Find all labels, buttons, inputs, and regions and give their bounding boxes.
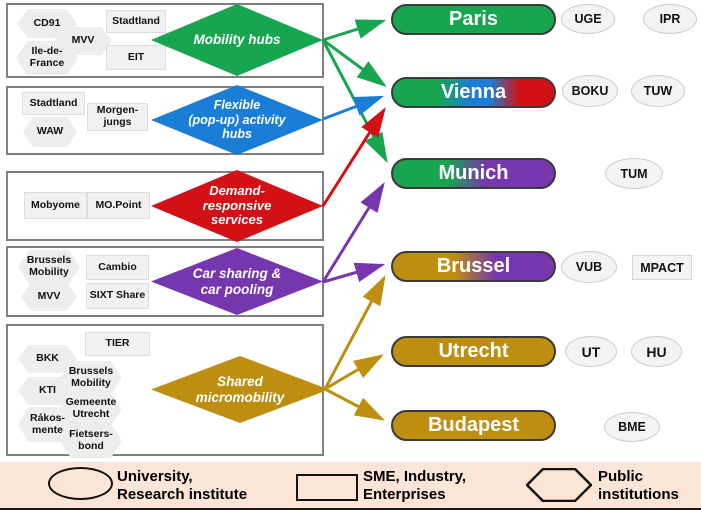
partner-hex-gemeente-utrecht: Gemeente Utrecht: [60, 392, 122, 426]
partner-rect-cambio: Cambio: [86, 255, 149, 280]
partner-rect-eit: EIT: [106, 45, 166, 70]
institution-label: UGE: [574, 12, 602, 26]
legend-bar: University, Research institute SME, Indu…: [0, 462, 701, 510]
legend-hexagon-icon: [525, 467, 593, 507]
institution-label: VUB: [575, 260, 603, 274]
city-pill-vienna: Vienna: [391, 77, 556, 108]
partner-label: Morgen- jungs: [96, 104, 139, 128]
partner-hex-waw: WAW: [23, 117, 77, 147]
arrow-shared-micromobility-to-utrecht: [324, 354, 384, 391]
partner-label: Mobyome: [30, 198, 80, 211]
legend-label-university: University, Research institute: [117, 468, 248, 503]
institution-ellipse-uge: UGE: [561, 4, 615, 34]
arrow-shared-micromobility-to-budapest: [324, 387, 385, 421]
partner-rect-sixt-share: SIXT Share: [86, 283, 149, 309]
institution-label: BOKU: [571, 84, 609, 98]
institution-label: TUW: [643, 84, 673, 98]
topic-label: Demand- responsive services: [202, 182, 272, 228]
partner-label: Ile-de- France: [29, 45, 65, 69]
legend-label-sme: SME, Industry, Enterprises: [363, 468, 467, 503]
partner-label: MVV: [71, 34, 95, 47]
arrow-mobility-hubs-to-vienna: [322, 38, 387, 87]
city-label: Budapest: [427, 414, 520, 436]
partner-hex-fietsersbond: Fietsers- bond: [60, 424, 122, 458]
partner-label: KTI: [39, 384, 56, 397]
city-label: Utrecht: [438, 340, 509, 362]
topic-label: Flexible (pop-up) activity hubs: [188, 98, 286, 142]
arrow-car-sharing-to-brussel: [322, 262, 386, 284]
institution-ellipse-ipr: IPR: [643, 4, 697, 34]
arrow-flexible-hubs-to-vienna: [322, 95, 385, 121]
partner-hex-brussels-mobility-2: Brussels Mobility: [60, 361, 122, 395]
institution-ellipse-tum: TUM: [605, 158, 663, 189]
partner-label: Stadtland: [112, 14, 160, 27]
partner-label: TIER: [105, 337, 130, 350]
partner-label: SIXT Share: [89, 289, 146, 302]
partner-label: Brussels Mobility: [68, 365, 114, 389]
institution-label: UT: [581, 343, 601, 360]
city-label: Brussel: [436, 255, 511, 277]
topic-label: Mobility hubs: [193, 32, 281, 48]
partner-label: CD91: [33, 16, 61, 29]
partner-rect-mobyome: Mobyome: [24, 192, 87, 219]
partner-label: MO.Point: [95, 198, 142, 211]
arrow-shared-micromobility-to-brussel: [323, 275, 386, 390]
institution-ellipse-vub: VUB: [561, 251, 617, 283]
city-label: Munich: [438, 162, 509, 184]
institution-ellipse-ut: UT: [565, 336, 617, 367]
arrow-car-sharing-to-munich: [321, 182, 385, 283]
partner-hex-brussels-mobility: Brussels Mobility: [18, 250, 80, 284]
legend-rectangle-icon: [296, 474, 358, 501]
institution-label: HU: [646, 343, 667, 360]
partner-hex-ile-de-france: Ile-de- France: [16, 41, 78, 75]
city-label: Vienna: [440, 81, 507, 103]
partner-label: EIT: [127, 50, 145, 63]
city-label: Paris: [449, 8, 498, 30]
institution-label: MPACT: [640, 260, 684, 275]
partner-label: Gemeente Utrecht: [65, 396, 117, 420]
partner-rect-stadtland-2: Stadtland: [22, 92, 85, 115]
legend-label-public: Public institutions: [598, 468, 679, 503]
partner-label: WAW: [36, 125, 64, 138]
partner-label: BKK: [36, 352, 59, 365]
arrow-demand-responsive-to-vienna: [321, 107, 386, 207]
institution-ellipse-tuw: TUW: [631, 75, 685, 107]
partner-rect-tier: TIER: [85, 332, 150, 356]
institution-label: TUM: [620, 166, 648, 181]
topic-label: Shared micromobility: [195, 373, 285, 405]
institution-rect-mpact: MPACT: [632, 255, 692, 280]
partner-rect-stadtland: Stadtland: [106, 10, 166, 33]
institution-label: BME: [618, 420, 646, 434]
institution-label: IPR: [659, 12, 681, 26]
institution-ellipse-bme: BME: [604, 412, 660, 442]
institution-ellipse-hu: HU: [631, 336, 682, 367]
city-pill-paris: Paris: [391, 4, 556, 35]
arrow-mobility-hubs-to-munich: [321, 39, 388, 163]
partner-label: Stadtland: [29, 96, 78, 109]
city-pill-brussel: Brussel: [391, 251, 556, 282]
partner-rect-mopoint: MO.Point: [87, 192, 150, 219]
partner-hex-mvv-2: MVV: [21, 283, 77, 311]
institution-ellipse-boku: BOKU: [562, 75, 618, 107]
arrow-mobility-hubs-to-paris: [322, 19, 387, 42]
legend-ellipse-icon: [48, 467, 113, 500]
partner-rect-morgenjungs: Morgen- jungs: [87, 103, 148, 131]
city-pill-utrecht: Utrecht: [391, 336, 556, 367]
partner-label: Fietsers- bond: [69, 428, 113, 452]
topic-label: Car sharing & car pooling: [192, 265, 282, 297]
partner-label: MVV: [37, 290, 61, 303]
city-pill-munich: Munich: [391, 158, 556, 189]
partner-label: Brussels Mobility: [26, 254, 72, 278]
partner-label: Cambio: [98, 260, 137, 273]
partner-label: Rákos- mente: [29, 411, 65, 436]
city-pill-budapest: Budapest: [391, 410, 556, 441]
